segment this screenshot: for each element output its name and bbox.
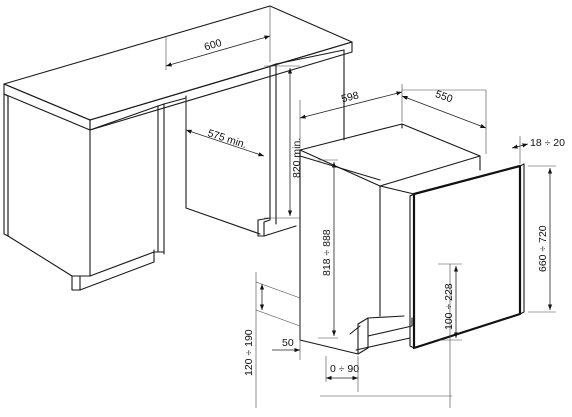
dim-575-line (185, 129, 265, 157)
label-0-90: 0 ÷ 90 (330, 363, 359, 375)
dim-18-20-line (511, 143, 529, 149)
dim-600-line (165, 35, 271, 67)
label-575-min: 575 min. (206, 127, 248, 151)
dishwasher-body (299, 123, 481, 355)
dimension-labels: 600 575 min. 820 min. 598 550 18 ÷ 20 66… (203, 37, 565, 376)
dim-598-line (299, 91, 403, 119)
dim-550-line (401, 95, 487, 129)
label-50: 50 (282, 337, 294, 349)
door-panel (409, 163, 525, 350)
kitchen-cabinet (3, 5, 353, 291)
label-598: 598 (340, 89, 360, 105)
extension-lines (165, 6, 556, 408)
label-100-228: 100 ÷ 228 (443, 283, 455, 330)
label-600: 600 (203, 37, 223, 53)
label-550: 550 (434, 88, 455, 105)
label-820-min: 820 min. (291, 138, 303, 178)
label-660-720: 660 ÷ 720 (537, 225, 549, 272)
label-18-20: 18 ÷ 20 (530, 137, 565, 149)
label-818-888: 818 ÷ 888 (321, 229, 333, 276)
dimension-lines (165, 35, 553, 381)
label-120-190: 120 ÷ 190 (243, 329, 255, 376)
